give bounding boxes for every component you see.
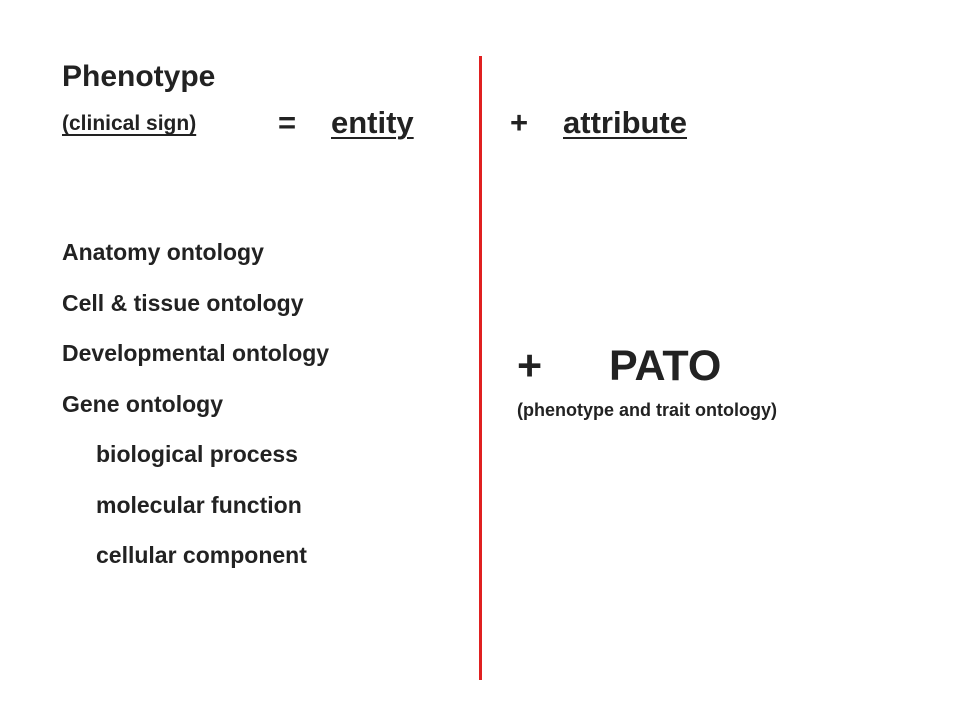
attribute-label: attribute xyxy=(563,105,687,140)
pato-description: (phenotype and trait ontology) xyxy=(517,400,777,420)
ontology-subitem-molecular-function: molecular function xyxy=(96,491,302,518)
entity-label: entity xyxy=(331,105,414,140)
equals-sign: = xyxy=(278,105,297,140)
clinical-sign-subtitle: (clinical sign) xyxy=(62,112,197,135)
plus-sign: + xyxy=(510,105,529,140)
ontology-item-cell-tissue: Cell & tissue ontology xyxy=(62,289,304,316)
ontology-subitem-cellular-component: cellular component xyxy=(96,542,307,568)
ontology-item-anatomy: Anatomy ontology xyxy=(62,239,264,265)
vertical-divider xyxy=(479,56,482,680)
pato-title: PATO xyxy=(609,342,722,390)
ontology-subitem-biological-process: biological process xyxy=(96,441,298,467)
pato-plus-sign: + xyxy=(517,342,543,390)
ontology-item-developmental: Developmental ontology xyxy=(62,340,330,366)
ontology-item-gene: Gene ontology xyxy=(62,390,223,417)
phenotype-heading: Phenotype xyxy=(62,60,216,93)
ontology-list: Anatomy ontology Cell & tissue ontology … xyxy=(62,234,329,588)
